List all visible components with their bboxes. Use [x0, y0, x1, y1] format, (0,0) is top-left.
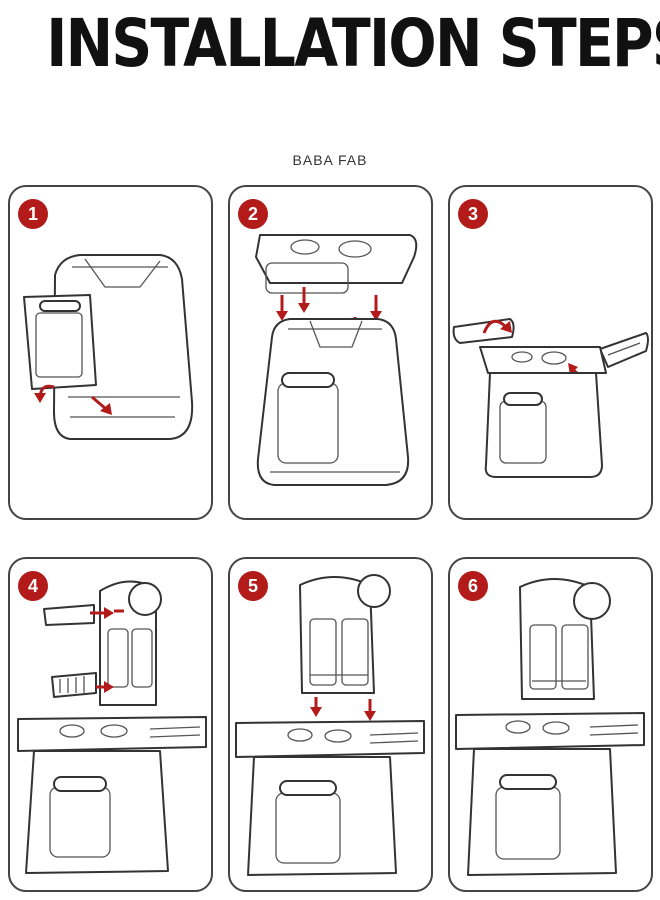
step-number-badge: 2	[238, 199, 268, 229]
step-panel-1: 1	[8, 185, 213, 520]
step-panel-5: 5	[228, 557, 433, 892]
step-panel-3: 3	[448, 185, 653, 520]
step-2-illustration	[255, 234, 418, 486]
step-panel-2: 2	[228, 185, 433, 520]
step-number-badge: 6	[458, 571, 488, 601]
step-number-badge: 3	[458, 199, 488, 229]
step-6-illustration	[455, 578, 645, 876]
step-5-illustration	[235, 574, 425, 876]
step-number-badge: 1	[18, 199, 48, 229]
step-number-badge: 4	[18, 571, 48, 601]
step-3-illustration	[452, 318, 649, 478]
step-1-illustration	[23, 254, 194, 440]
step-panel-4: 4	[8, 557, 213, 892]
page-title: INSTALLATION STEPS	[46, 5, 660, 82]
step-4-illustration	[17, 580, 207, 874]
brand-label: BABA FAB	[292, 152, 368, 168]
step-number-badge: 5	[238, 571, 268, 601]
step-panel-6: 6	[448, 557, 653, 892]
